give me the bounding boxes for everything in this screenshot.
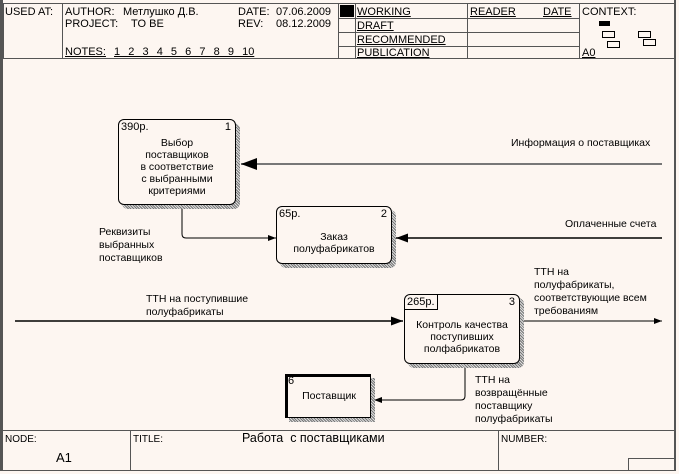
activity-box-1[interactable]: 390р. 1 Выбор поставщиков в соответствие…	[118, 119, 236, 205]
label-line: ТТН на поступившие	[146, 293, 249, 305]
status-working[interactable]: WORKING	[357, 6, 411, 18]
divider	[130, 430, 131, 471]
title-label: TITLE:	[133, 434, 164, 445]
label-line: поступивших	[430, 331, 494, 343]
arrow-label-supplier-details: Реквизиты выбранных поставщиков	[99, 226, 163, 265]
project-value: TO BE	[131, 18, 164, 30]
idef0-header	[3, 3, 675, 59]
label-line: поставщиков	[145, 149, 209, 161]
context-label: CONTEXT:	[582, 6, 637, 18]
arrow-returned-ttn[interactable]	[374, 364, 466, 403]
label-line: Контроль качества	[416, 319, 508, 331]
activity-box-2[interactable]: 65р. 2 Заказ полуфабрикатов	[276, 206, 392, 264]
label-line: соответствующие всем	[534, 292, 647, 304]
context-box	[638, 31, 651, 38]
context-box	[602, 31, 615, 38]
activity-label: Контроль качества поступивших полфабрика…	[405, 319, 519, 355]
label-line: поставщику	[475, 400, 533, 412]
label-line: полфабрикатов	[423, 343, 501, 355]
activity-label: Выбор поставщиков в соответствие с выбра…	[119, 137, 235, 197]
activity-label: Заказ полуфабрикатов	[277, 231, 391, 255]
arrow-label-accepted-ttn: ТТН на полуфабрикаты, соответствующие вс…	[534, 266, 647, 318]
context-node: A0	[582, 47, 596, 59]
label-line: полуфабрикаты	[475, 413, 553, 425]
notes-label: NOTES:	[65, 46, 106, 58]
activity-cost: 65р.	[279, 208, 301, 220]
label-line: требованиям	[534, 305, 599, 317]
label-line: Реквизиты	[99, 226, 151, 238]
notes-numbers: 1 2 3 4 5 6 7 8 9 10	[114, 46, 255, 58]
status-draft[interactable]: DRAFT	[357, 20, 394, 32]
author-label: AUTHOR:	[65, 6, 115, 18]
status-recommended[interactable]: RECOMMENDED	[357, 34, 446, 46]
arrow-label-returned-ttn: ТТН на возвращённые поставщику полуфабри…	[475, 374, 553, 426]
reader-date-label: DATE	[543, 6, 572, 18]
arrow-label-incoming-ttn: ТТН на поступившие полуфабрикаты	[146, 293, 248, 319]
activity-cost: 265р.	[405, 295, 438, 310]
divider	[62, 3, 63, 59]
divider	[467, 3, 468, 59]
page-number-box	[628, 458, 676, 471]
label-line: критериями	[148, 185, 206, 197]
label-line: полуфабрикаты,	[534, 279, 615, 291]
date-value: 07.06.2009	[276, 6, 332, 18]
status-publication[interactable]: PUBLICATION	[357, 47, 430, 59]
activity-box-3[interactable]: 265р. 3 Контроль качества поступивших по…	[404, 294, 520, 364]
label-line: поставщиков	[99, 252, 163, 264]
context-current-box	[599, 21, 610, 26]
reader-label: READER	[470, 6, 516, 18]
divider	[338, 46, 579, 47]
rev-label: REV:	[238, 18, 264, 30]
node-label: NODE:	[5, 434, 37, 445]
label-line: с выбранными	[141, 173, 213, 185]
number-label: NUMBER:	[501, 434, 548, 445]
external-entity-supplier[interactable]: 6 Поставщик	[285, 374, 371, 418]
idef0-footer	[3, 430, 675, 471]
label-line: ТТН на	[534, 266, 569, 278]
label-line: полуфабрикатов	[293, 243, 375, 255]
activity-number: 2	[380, 208, 387, 220]
divider	[338, 32, 579, 33]
node-value: A1	[56, 450, 72, 465]
divider	[338, 3, 339, 59]
diagram-title: Работа с поставщиками	[242, 431, 385, 445]
label-line: возвращённые	[475, 387, 548, 399]
arrow-label-info-suppliers: Информация о поставщиках	[511, 137, 651, 149]
label-line: выбранных	[99, 239, 155, 251]
project-label: PROJECT:	[65, 18, 119, 30]
activity-cost: 390р.	[121, 121, 149, 133]
external-label: Поставщик	[302, 390, 356, 402]
rev-value: 08.12.2009	[276, 18, 332, 30]
used-at-label: USED AT:	[5, 6, 54, 18]
divider	[498, 430, 499, 471]
label-line: Выбор	[160, 137, 194, 149]
divider	[355, 3, 356, 59]
arrow-supplier-details[interactable]	[181, 206, 276, 241]
divider	[579, 3, 580, 59]
date-label: DATE:	[238, 6, 270, 18]
label-line: в соответствие	[140, 161, 214, 173]
author-value: Метлушко Д.В.	[123, 6, 199, 18]
divider	[338, 18, 579, 19]
status-marker	[340, 5, 354, 17]
divider	[3, 470, 675, 471]
external-number: 6	[288, 375, 295, 387]
label-line: Заказ	[320, 231, 348, 243]
arrow-label-paid-invoices: Оплаченные счета	[565, 218, 657, 230]
context-box	[643, 39, 656, 46]
activity-number: 1	[224, 121, 231, 133]
context-box	[607, 41, 620, 48]
activity-number: 3	[508, 296, 515, 308]
label-line: ТТН на	[475, 374, 510, 386]
label-line: полуфабрикаты	[146, 306, 224, 318]
